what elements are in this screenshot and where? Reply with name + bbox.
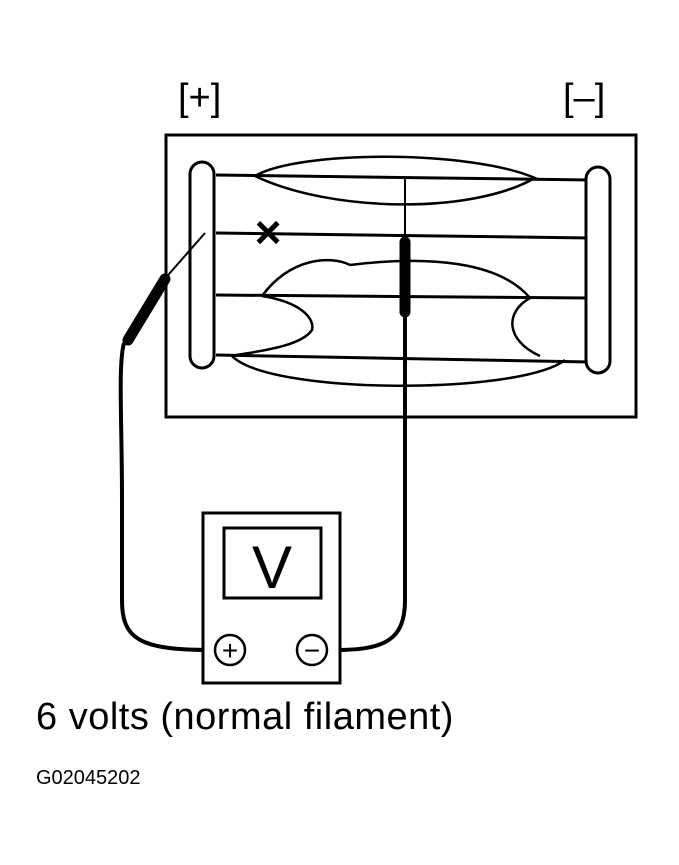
- negative-test-lead: [334, 314, 407, 652]
- clear-zones: [231, 155, 566, 387]
- negative-jack: [295, 633, 329, 667]
- test-leads: [118, 314, 407, 652]
- positive-jack: [213, 633, 247, 667]
- broken-filament-mark: ×: [255, 206, 282, 258]
- grid-line-1: [215, 173, 591, 182]
- voltmeter-display-letter: V: [252, 534, 292, 601]
- positive-probe-tip: [161, 232, 206, 283]
- grid-line-2: [215, 231, 591, 240]
- positive-jack-symbol: +: [222, 635, 238, 666]
- negative-terminal-label: [–]: [563, 77, 605, 119]
- clear-zone-left: [231, 258, 351, 358]
- figure-code: G02045202: [36, 767, 141, 789]
- positive-bus-bar: [188, 160, 216, 370]
- clear-zone-top: [252, 155, 538, 206]
- measurement-caption: 6 volts (normal filament): [36, 696, 454, 738]
- negative-bus-bar: [584, 165, 612, 375]
- voltmeter: V + −: [201, 511, 342, 685]
- positive-probe-handle: [122, 273, 171, 346]
- positive-test-probe: [122, 232, 206, 346]
- negative-jack-symbol: −: [304, 635, 320, 666]
- positive-terminal-label: [+]: [178, 77, 221, 119]
- clear-zone-right: [231, 259, 566, 387]
- positive-test-lead: [118, 342, 211, 652]
- voltmeter-display: [222, 526, 323, 600]
